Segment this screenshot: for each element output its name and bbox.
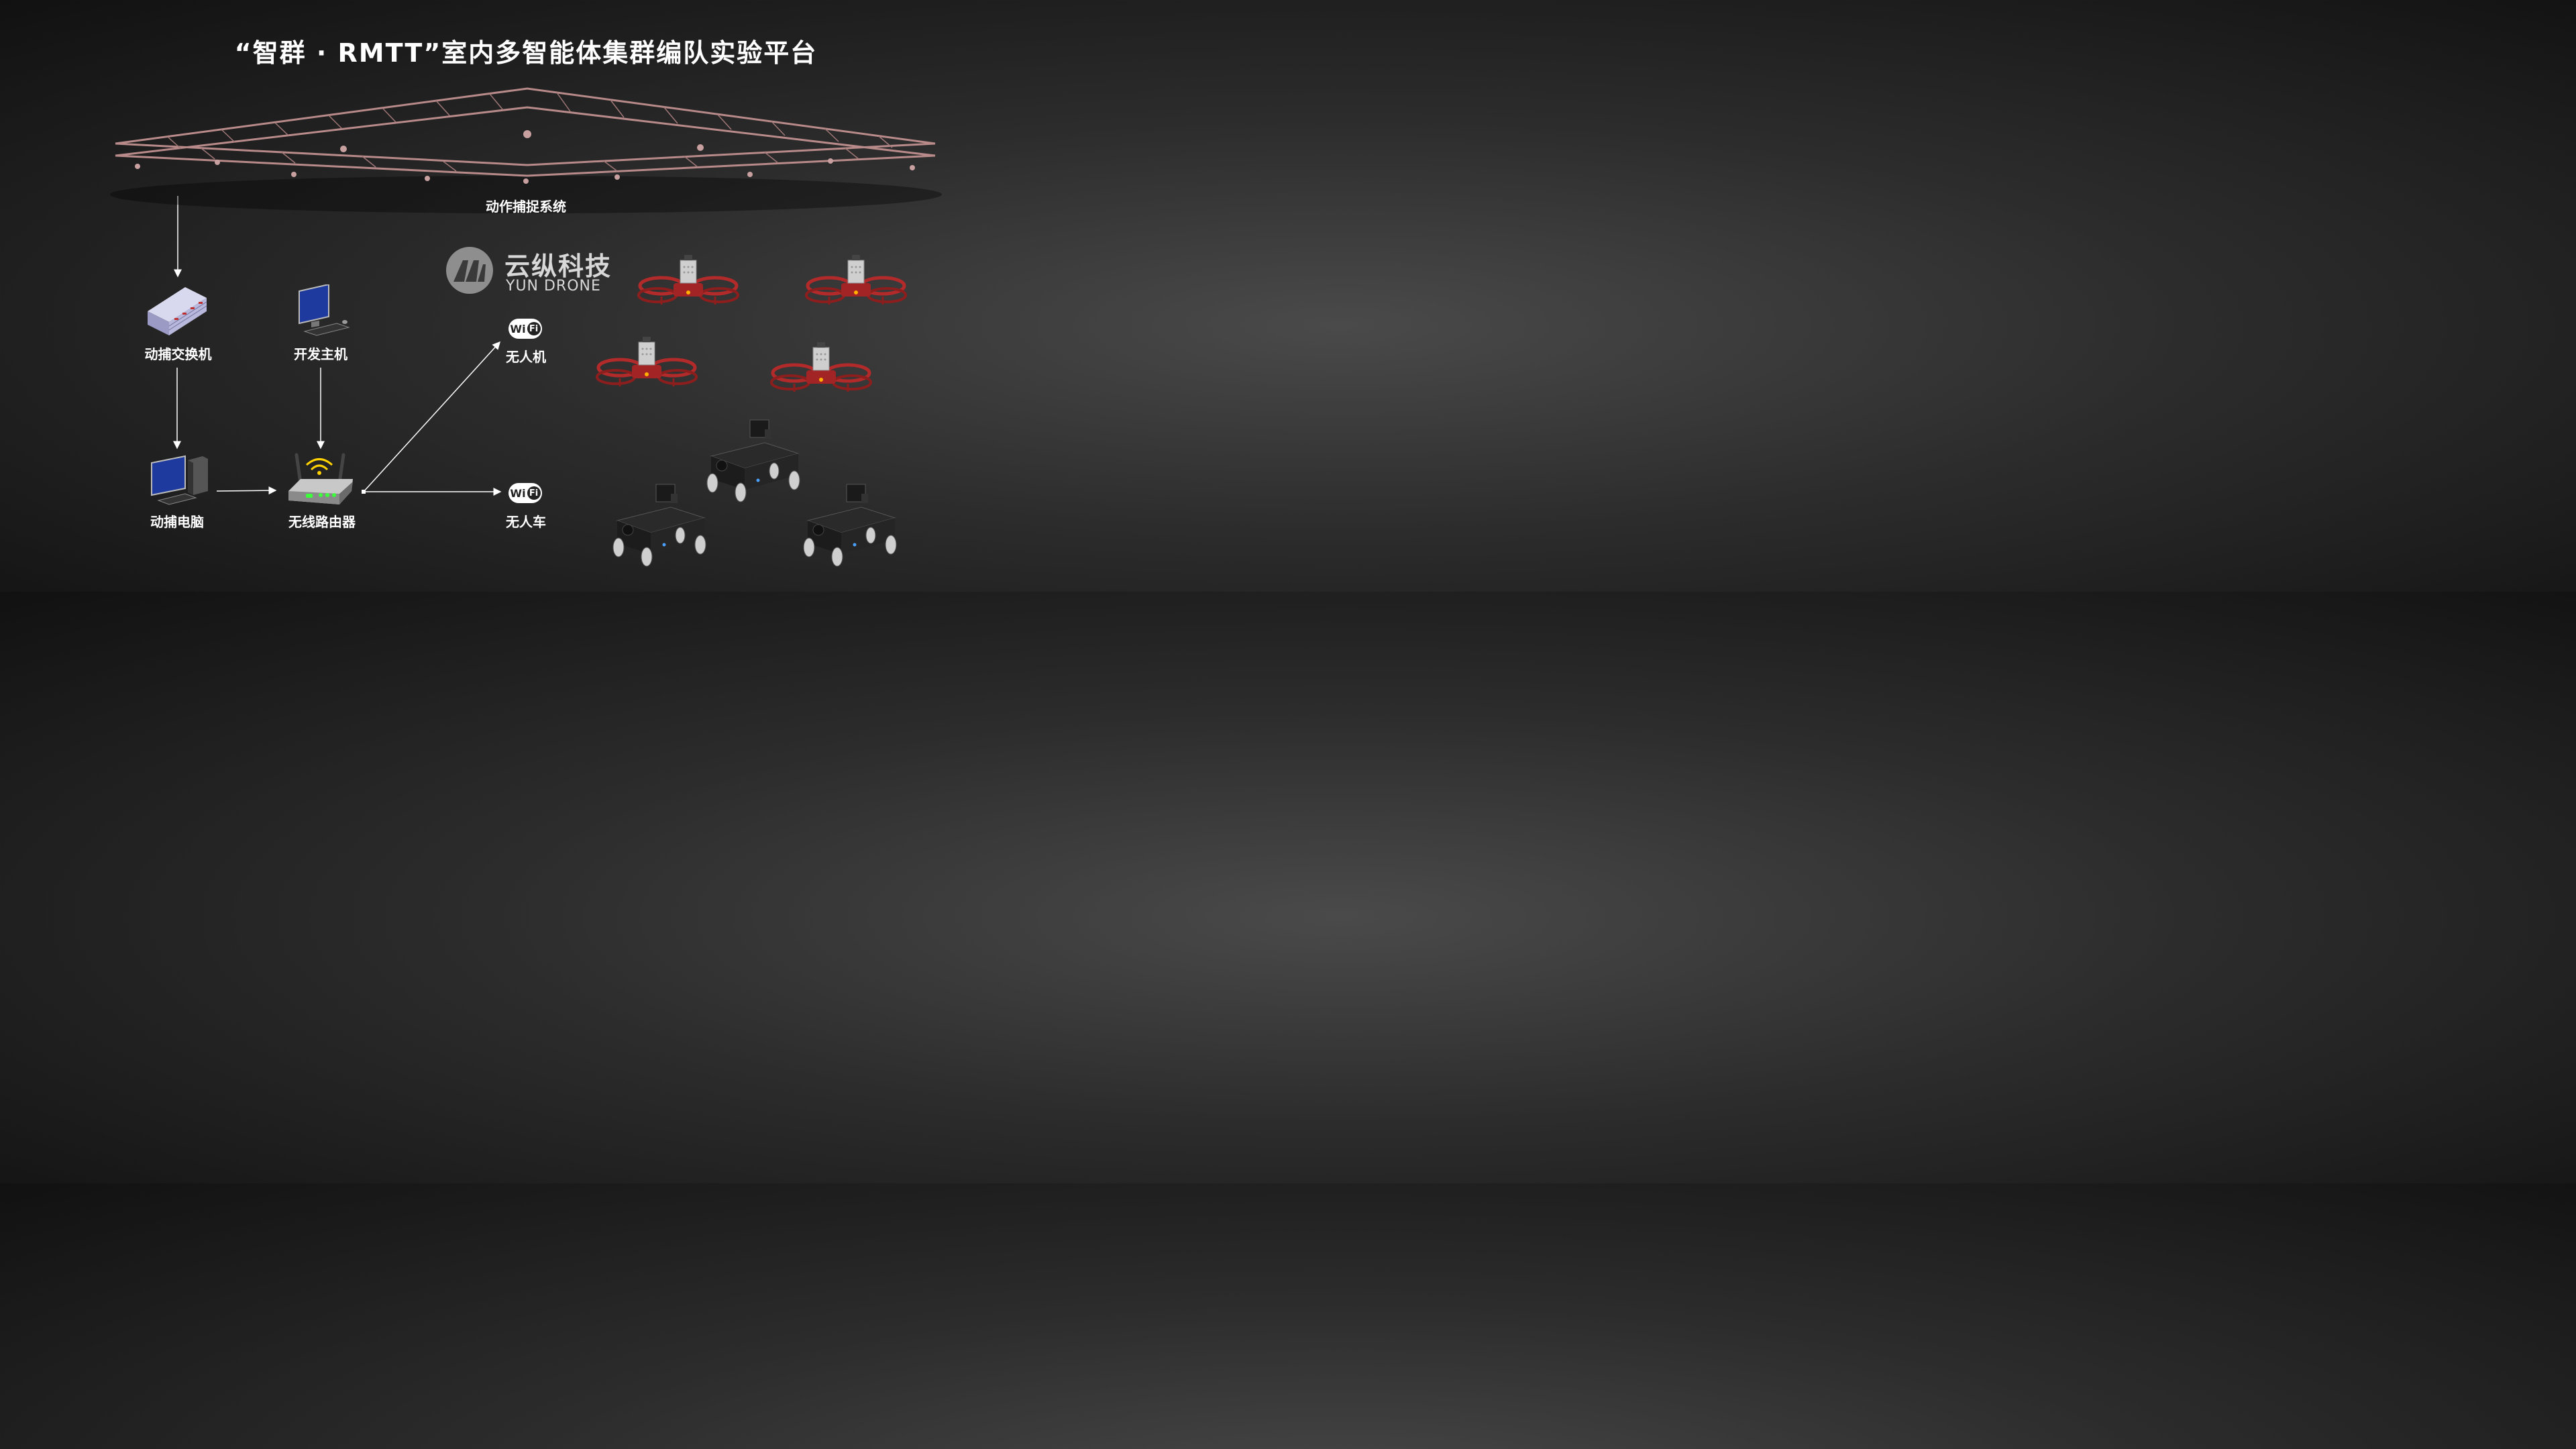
drone-2 — [806, 255, 906, 305]
drone-4 — [771, 342, 871, 392]
drone-group — [0, 0, 1052, 567]
logo-mark-icon — [446, 247, 493, 294]
mocap-system-label: 动作捕捉系统 — [486, 199, 566, 215]
wifi-wi-text: Wi — [510, 486, 526, 500]
logo-text-en: YUN DRONE — [506, 278, 601, 294]
yun-drone-logo — [444, 247, 496, 297]
mocap-pc-label: 动捕电脑 — [150, 514, 204, 530]
arrow-pc-to-router — [216, 486, 277, 495]
workstation-icon — [151, 455, 208, 505]
mocap-switch-label: 动捕交换机 — [144, 346, 212, 362]
ugv-label: 无人车 — [506, 514, 546, 530]
connection-lines — [173, 196, 502, 496]
logo-text-cn: 云纵科技 — [504, 252, 612, 281]
uav-label: 无人机 — [506, 349, 546, 365]
drone-3 — [597, 337, 696, 386]
ugv-1 — [706, 419, 800, 502]
dev-host-label: 开发主机 — [294, 346, 347, 362]
ugv-2 — [612, 484, 706, 567]
wifi-fi-text: Fi — [527, 486, 541, 500]
wireless-router-icon — [288, 453, 353, 504]
wifi-fi-text: Fi — [527, 322, 541, 335]
page-title: “智群 · RMTT”室内多智能体集群编队实验平台 — [234, 38, 818, 68]
ugv-3 — [803, 484, 897, 567]
arrow-router-to-uav — [363, 341, 501, 492]
drone-1 — [639, 255, 738, 305]
motion-capture-truss — [110, 87, 942, 213]
desktop-computer-icon — [299, 284, 350, 336]
router-label: 无线路由器 — [288, 514, 356, 530]
wifi-wi-text: Wi — [510, 322, 526, 335]
server-rack-icon — [148, 287, 207, 335]
